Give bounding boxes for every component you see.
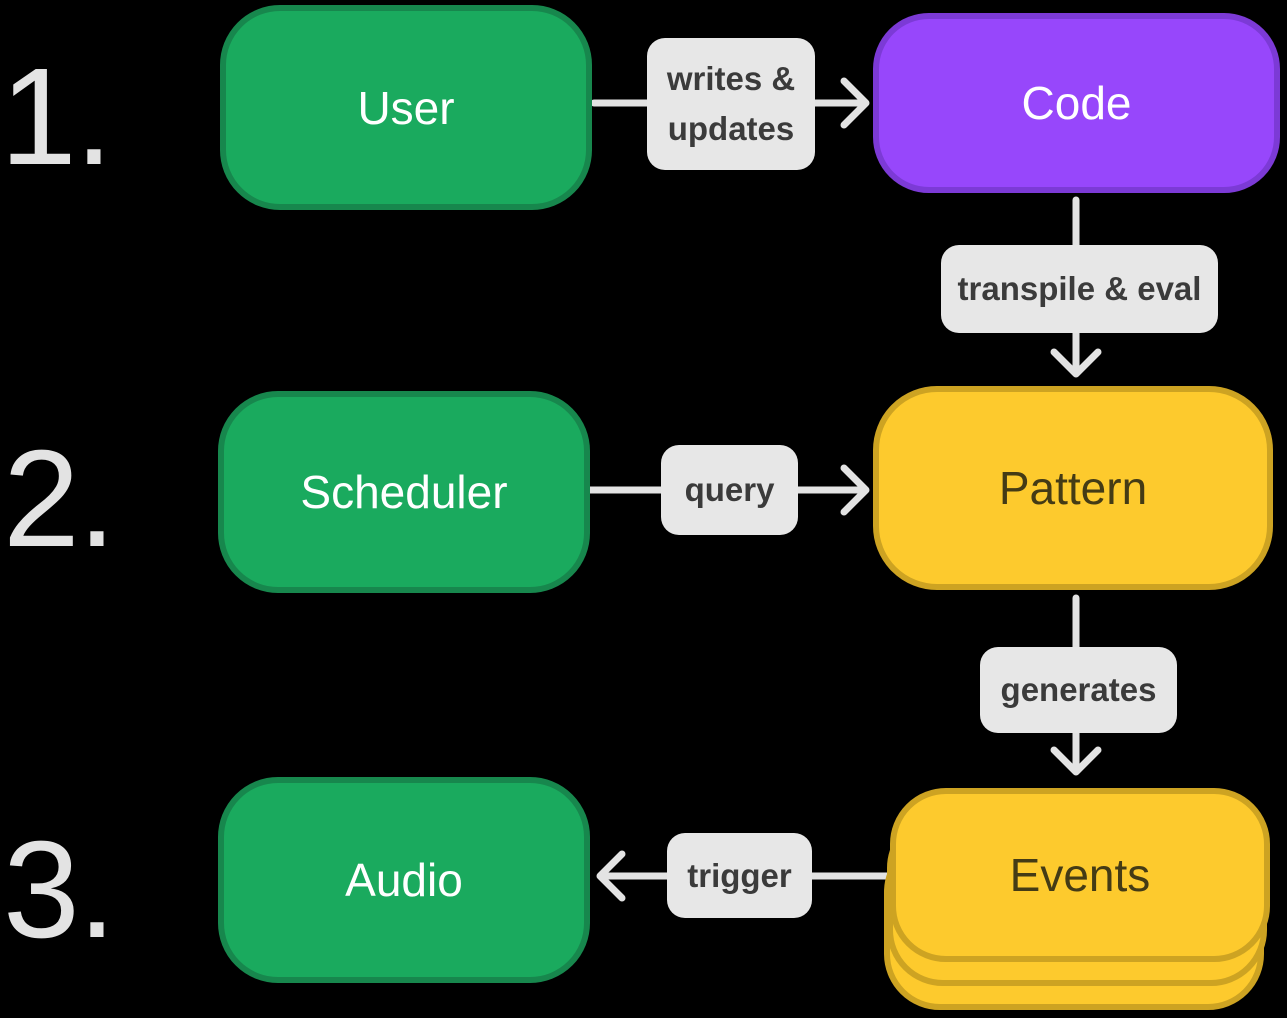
node-pattern: Pattern — [873, 386, 1273, 590]
edge-label-writes-updates-line1: writes & — [666, 60, 796, 97]
events-stack-main: Events — [890, 788, 1270, 962]
edge-label-trigger: trigger — [667, 833, 812, 918]
edge-label-writes-updates-line2: updates — [667, 110, 795, 147]
node-events: Events — [884, 788, 1270, 1010]
node-audio-label: Audio — [345, 854, 463, 906]
node-audio: Audio — [218, 777, 590, 983]
edge-label-transpile-eval-text: transpile & eval — [957, 270, 1202, 307]
step-number-3: 3. — [3, 813, 116, 967]
step-number-2: 2. — [3, 422, 116, 576]
node-user: User — [220, 5, 592, 210]
edge-label-generates: generates — [980, 647, 1177, 733]
node-scheduler-label: Scheduler — [300, 466, 508, 518]
edge-label-query-text: query — [684, 471, 775, 508]
node-pattern-label: Pattern — [998, 462, 1148, 514]
node-code: Code — [873, 13, 1280, 193]
node-code-label: Code — [1021, 77, 1132, 129]
node-events-label: Events — [1009, 849, 1151, 901]
edge-label-writes-updates: writes & updates — [647, 38, 815, 170]
edge-label-trigger-text: trigger — [687, 856, 792, 894]
edge-label-generates-text: generates — [1000, 671, 1157, 708]
step-number-1: 1. — [0, 40, 113, 194]
edge-label-query: query — [661, 445, 798, 535]
node-user-label: User — [357, 81, 455, 134]
node-scheduler: Scheduler — [218, 391, 590, 593]
edge-label-transpile-eval: transpile & eval — [941, 245, 1218, 333]
